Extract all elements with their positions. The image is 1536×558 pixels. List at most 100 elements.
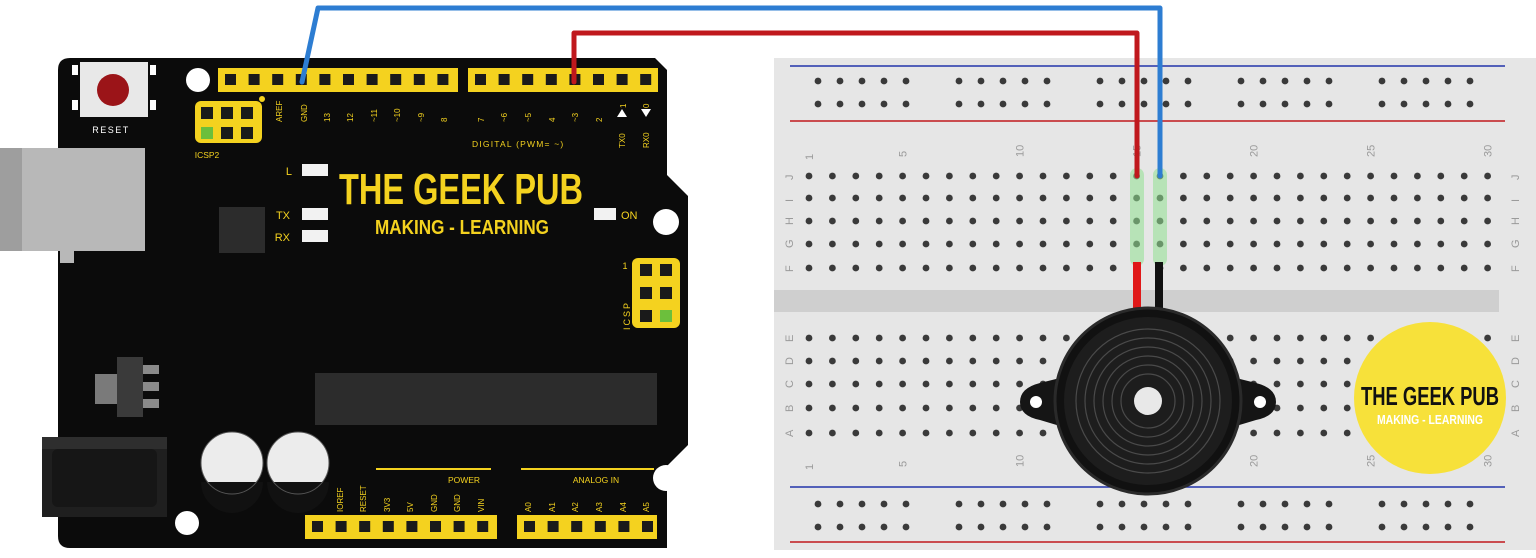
rail-hole xyxy=(999,523,1007,531)
analog-pin-label: A0 xyxy=(524,502,533,512)
rail-hole xyxy=(1259,523,1267,531)
breadboard-hole xyxy=(805,334,813,342)
rail-hole xyxy=(836,500,844,508)
rail-hole xyxy=(902,77,910,85)
column-number: 1 xyxy=(804,464,816,470)
breadboard-hole xyxy=(969,334,977,342)
breadboard-hole xyxy=(829,217,836,225)
breadboard-hole xyxy=(852,194,860,202)
breadboard-hole xyxy=(1367,264,1374,272)
rail-hole xyxy=(1281,500,1289,508)
wire-blue-gnd xyxy=(299,5,1163,179)
rail-hole xyxy=(1096,523,1104,531)
board-brand-title: THE GEEK PUB xyxy=(339,165,583,214)
rail-hole xyxy=(1378,100,1386,108)
row-letter: D xyxy=(784,357,796,365)
breadboard-hole xyxy=(1180,264,1187,272)
reset-button-cap[interactable] xyxy=(97,74,129,106)
rx-arrow-icon xyxy=(641,109,651,117)
breadboard-hole xyxy=(1226,334,1234,342)
breadboard-hole xyxy=(1109,217,1117,225)
reset-button[interactable] xyxy=(72,62,156,117)
breadboard-hole xyxy=(1226,240,1234,248)
row-letter: E xyxy=(1510,335,1522,342)
breadboard-hole xyxy=(1484,264,1491,272)
power-label: POWER xyxy=(448,475,480,485)
header-pin xyxy=(406,521,418,532)
digital-pin-label: 2 xyxy=(595,117,604,122)
breadboard-hole xyxy=(875,429,883,437)
microcontroller-chip xyxy=(315,373,657,425)
breadboard-hole xyxy=(875,357,883,365)
breadboard-hole xyxy=(992,429,1000,437)
rail-hole xyxy=(1378,500,1386,508)
breadboard-hole xyxy=(1414,217,1421,225)
rail-hole xyxy=(836,77,844,85)
rail-hole xyxy=(1259,500,1267,508)
breadboard-hole xyxy=(899,334,906,342)
piezo-buzzer xyxy=(1020,262,1276,496)
breadboard-hole xyxy=(852,172,860,180)
rail-hole xyxy=(1325,100,1333,108)
header-pin xyxy=(390,74,402,85)
rail-hole xyxy=(1237,523,1245,531)
breadboard-hole xyxy=(1320,334,1328,342)
breadboard-hole xyxy=(1250,217,1257,225)
breadboard-hole xyxy=(852,429,860,437)
power-jack xyxy=(42,437,167,517)
breadboard-hole xyxy=(969,264,977,272)
breadboard-hole xyxy=(946,357,953,365)
breadboard-hole xyxy=(1320,404,1328,412)
digital-pin-label: 0 xyxy=(642,103,651,108)
header-pin xyxy=(522,74,534,85)
breadboard-hole xyxy=(1226,172,1234,180)
breadboard-hole xyxy=(875,404,883,412)
mount-hole xyxy=(175,511,199,535)
breadboard-hole xyxy=(1367,194,1374,202)
rail-hole xyxy=(1400,500,1408,508)
header-pin xyxy=(437,74,449,85)
rail-hole xyxy=(1400,100,1408,108)
rail-hole xyxy=(1259,77,1267,85)
rail-hole xyxy=(999,500,1007,508)
breadboard-hole xyxy=(1320,380,1328,388)
breadboard-hole xyxy=(1226,264,1234,272)
breadboard-hole xyxy=(1484,240,1491,248)
breadboard-hole xyxy=(1039,334,1047,342)
breadboard-hole xyxy=(1343,194,1351,202)
buzzer-lead-red xyxy=(1133,262,1141,322)
digital-pin-label: ~3 xyxy=(571,112,580,122)
rail-hole xyxy=(1184,77,1192,85)
analog-label: ANALOG IN xyxy=(573,475,619,485)
breadboard-hole xyxy=(1086,194,1094,202)
wire-red-pin3 xyxy=(571,30,1140,179)
rail-hole xyxy=(814,523,822,531)
row-letter: B xyxy=(1510,405,1522,412)
breadboard-hole xyxy=(1390,194,1398,202)
breadboard-hole xyxy=(1016,240,1023,248)
rail-hole xyxy=(1259,100,1267,108)
rail-hole xyxy=(814,500,822,508)
breadboard-hole xyxy=(1460,194,1468,202)
column-number: 5 xyxy=(898,461,910,467)
breadboard-hole xyxy=(1180,240,1187,248)
breadboard-hole xyxy=(1226,194,1234,202)
digital-pin-label: 1 xyxy=(619,103,628,108)
breadboard-hole xyxy=(969,194,977,202)
digital-pin-label: 7 xyxy=(477,117,486,122)
header-pin xyxy=(618,521,630,532)
breadboard-hole xyxy=(1297,334,1304,342)
rail-hole xyxy=(1043,523,1051,531)
breadboard-hole xyxy=(829,429,836,437)
breadboard-hole xyxy=(1297,357,1304,365)
breadboard-hole xyxy=(1226,217,1234,225)
breadboard-hole xyxy=(1297,172,1304,180)
rx0-label: RX0 xyxy=(642,132,651,148)
breadboard-hole xyxy=(1109,194,1117,202)
breadboard-hole xyxy=(1086,240,1094,248)
breadboard-hole xyxy=(1390,172,1398,180)
breadboard-hole xyxy=(1414,240,1421,248)
mount-hole xyxy=(1254,396,1266,408)
breadboard-hole xyxy=(1367,217,1374,225)
analog-header xyxy=(517,515,657,539)
